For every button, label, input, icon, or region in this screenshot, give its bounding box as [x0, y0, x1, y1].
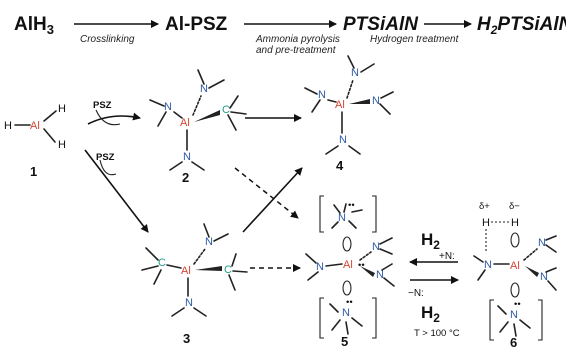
svg-text:••: ••: [348, 200, 355, 211]
svg-text:••: ••: [514, 299, 521, 310]
svg-text:N: N: [200, 83, 208, 95]
svg-text:N: N: [342, 307, 350, 319]
step-crosslinking: Crosslinking: [80, 34, 135, 45]
svg-text:N: N: [205, 236, 213, 248]
svg-text:N: N: [540, 271, 548, 283]
svg-text:C: C: [222, 104, 230, 116]
reagent-psz-bottom: PSZ: [96, 152, 115, 163]
compound-6-structure: δ+ δ− H H Al N N N N ••: [473, 201, 557, 341]
arrow-3-to-4: [242, 167, 303, 233]
delta-plus: δ+: [479, 201, 490, 212]
svg-text:Al: Al: [181, 265, 191, 277]
svg-text:H: H: [4, 120, 12, 132]
compound-5-label: 5: [341, 334, 348, 349]
temperature-condition: T > 100 °C: [414, 328, 460, 339]
svg-text:Al: Al: [180, 117, 190, 129]
compound-1-structure: H Al H H: [4, 103, 66, 151]
compound-1-label: 1: [30, 164, 37, 179]
svg-text:Al: Al: [335, 99, 345, 111]
svg-text:C: C: [224, 264, 232, 276]
svg-text:N: N: [510, 309, 518, 321]
arrow-1-to-2: [87, 112, 141, 125]
h2-bottom: H2: [421, 303, 440, 325]
compound-4-label: 4: [336, 158, 344, 173]
svg-text:N: N: [538, 237, 546, 249]
reagent-psz-top: PSZ: [93, 100, 112, 111]
step-hydrogen-treatment: Hydrogen treatment: [370, 34, 460, 45]
species-h2ptsialn: H2PTSiAlN: [477, 14, 566, 37]
svg-text:N: N: [372, 241, 380, 253]
svg-text:H: H: [58, 139, 66, 151]
svg-text:Al: Al: [343, 259, 353, 271]
compound-3-structure: Al C N C N: [141, 223, 248, 317]
svg-text:••: ••: [358, 260, 365, 271]
svg-text:N: N: [185, 297, 193, 309]
arrow-2-to-5-dashed: [234, 167, 299, 219]
compound-5-structure: N •• Al •• N N N N ••: [305, 195, 395, 339]
svg-text:N: N: [183, 151, 191, 163]
svg-text:N: N: [339, 134, 347, 146]
species-al-psz: Al-PSZ: [165, 14, 228, 35]
svg-text:C: C: [158, 257, 166, 269]
compound-3-label: 3: [183, 331, 190, 346]
svg-text:N: N: [164, 101, 172, 113]
psz-incoming-curve: [95, 109, 121, 126]
svg-text:Al: Al: [510, 260, 520, 272]
svg-text:H: H: [58, 103, 66, 115]
svg-text:N: N: [484, 259, 492, 271]
step-ammonia-pyrolysis: Ammonia pyrolysis: [255, 34, 340, 45]
svg-text:N: N: [338, 212, 346, 224]
svg-text:N: N: [372, 95, 380, 107]
compound-2-structure: Al N N C N: [149, 69, 247, 171]
svg-text:N: N: [316, 261, 324, 273]
arrow-1-to-3: [84, 149, 149, 233]
svg-text:Al: Al: [30, 120, 40, 132]
delta-minus: δ−: [509, 201, 520, 212]
svg-text:N: N: [318, 89, 326, 101]
species-ptsialn: PTSiAlN: [343, 14, 419, 35]
compound-2-label: 2: [182, 170, 189, 185]
psz-incoming-curve-2: [99, 159, 117, 176]
h2-top: H2: [421, 230, 440, 252]
svg-text:H: H: [482, 217, 490, 229]
step-pre-treatment: and pre-treatment: [256, 45, 337, 56]
compound-4-structure: Al N N N N: [304, 55, 394, 155]
svg-text:N: N: [351, 67, 359, 79]
compound-6-label: 6: [510, 335, 517, 350]
svg-text:H: H: [511, 217, 519, 229]
svg-text:••: ••: [346, 297, 353, 308]
species-alh3: AlH3: [14, 14, 54, 37]
svg-text:N: N: [376, 269, 384, 281]
minus-n-label: −N:: [408, 288, 424, 299]
plus-n-label: +N:: [439, 251, 455, 262]
